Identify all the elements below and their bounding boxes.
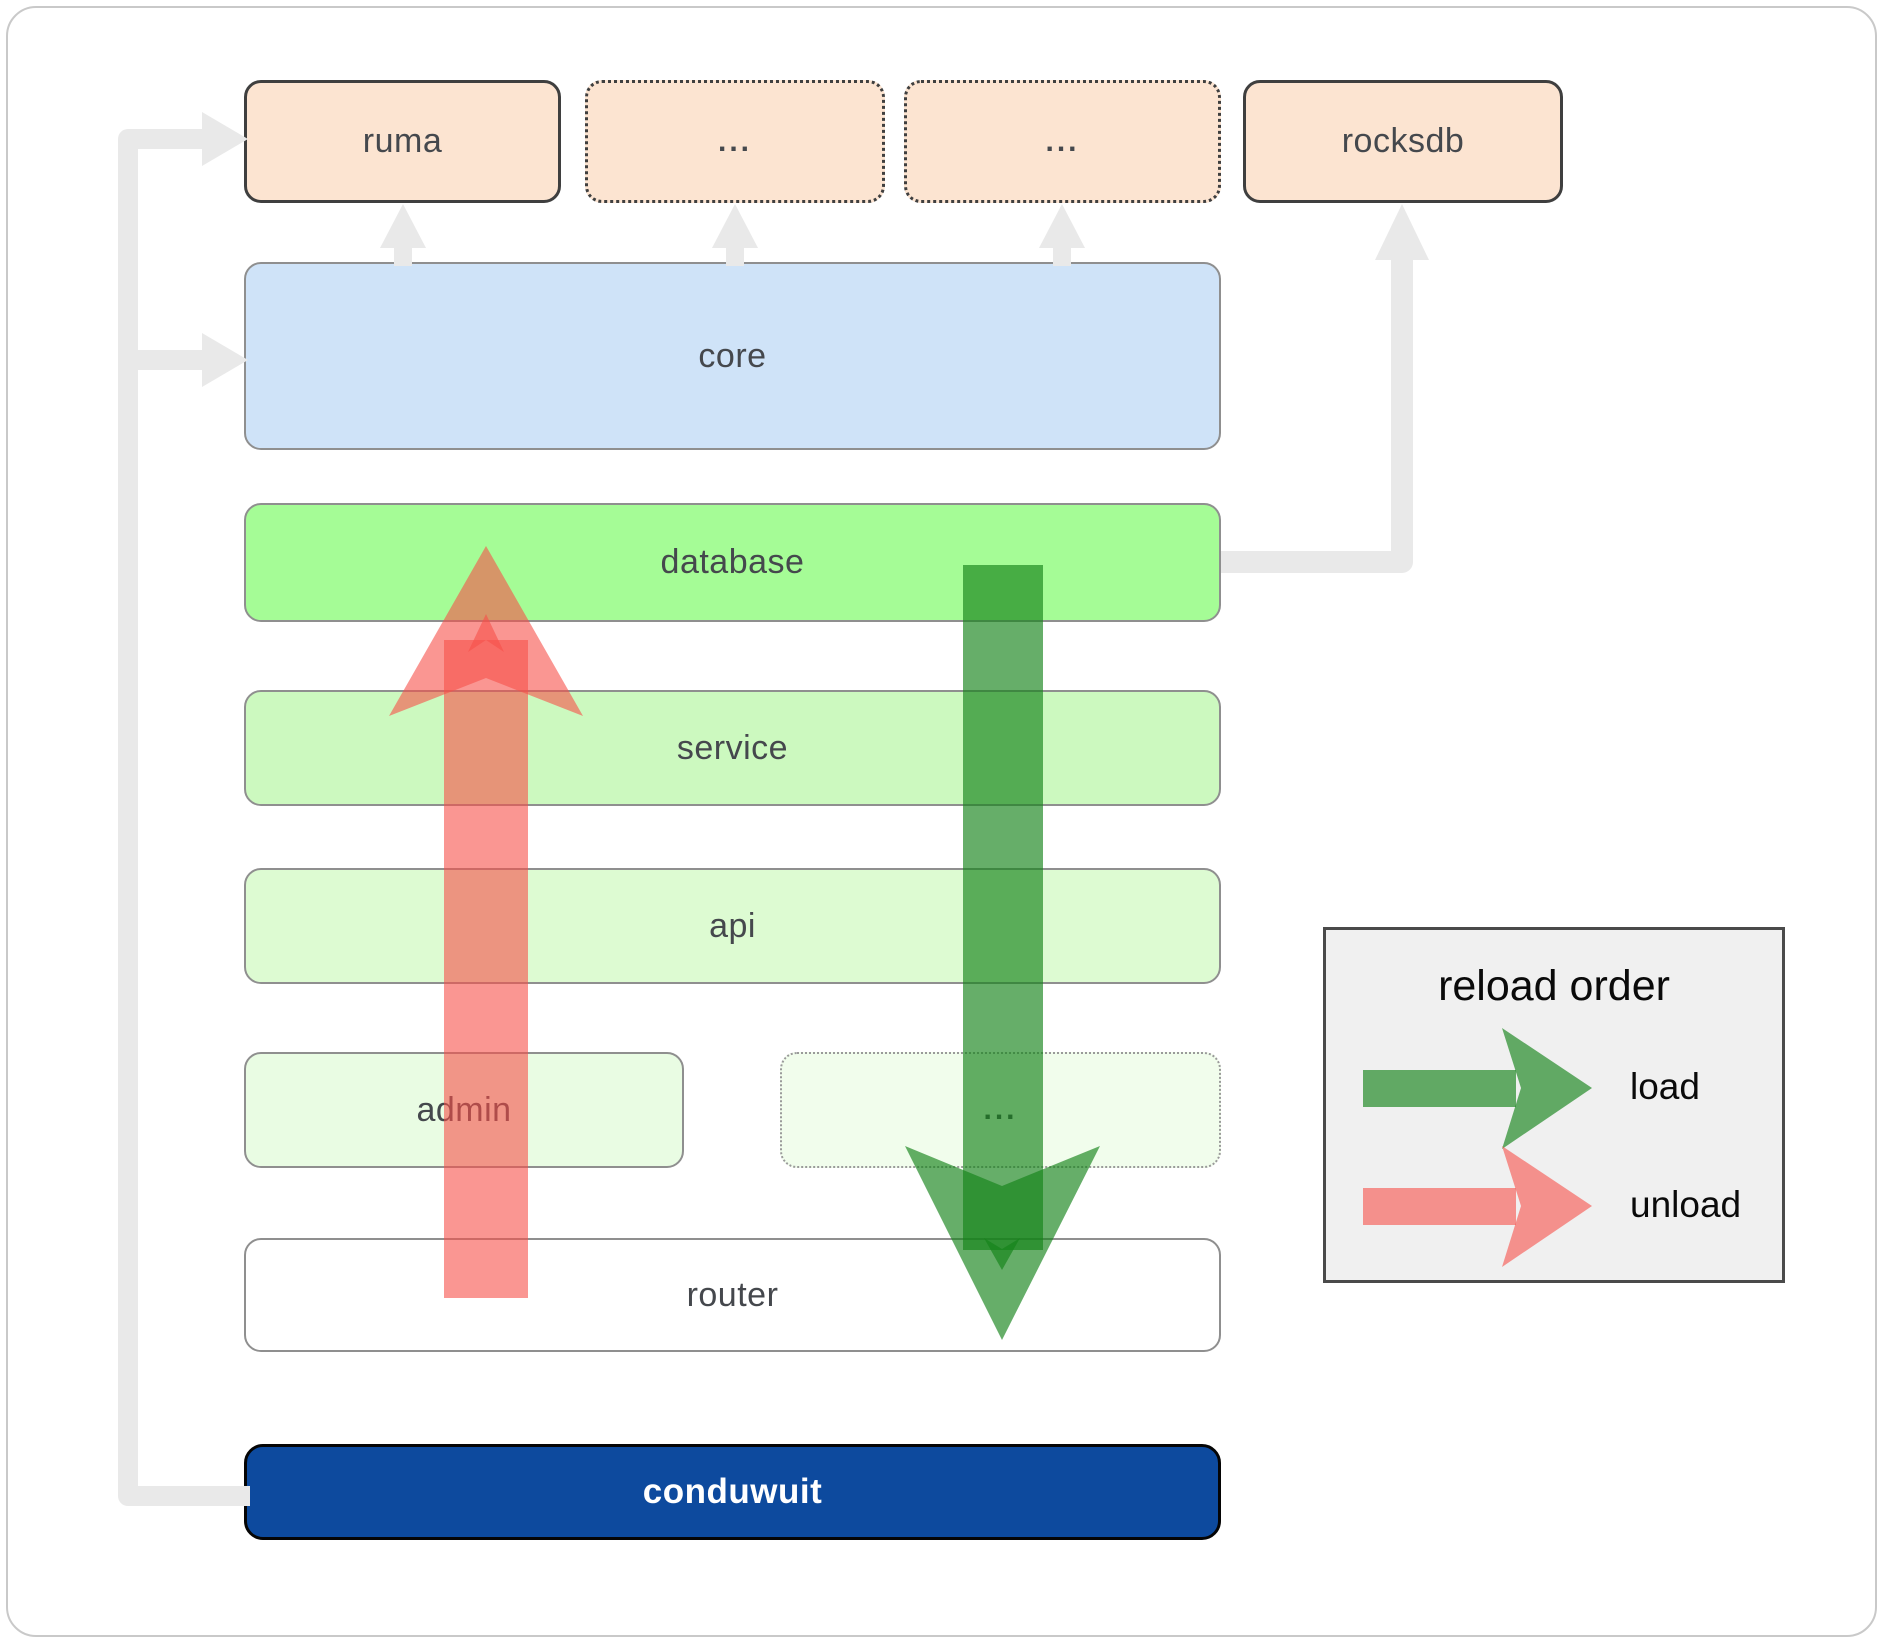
box-router-label: router <box>686 1275 779 1314</box>
legend-unload-label: unload <box>1630 1184 1742 1225</box>
box-database: database <box>244 503 1221 622</box>
box-conduwuit-label: conduwuit <box>642 1472 823 1511</box>
box-ellipsis-top-2-label: ... <box>1045 124 1080 158</box>
box-ruma: ruma <box>244 80 561 203</box>
legend-title: reload order <box>1438 962 1670 1010</box>
box-conduwuit: conduwuit <box>244 1444 1221 1540</box>
box-ellipsis-mid: ... <box>780 1052 1221 1168</box>
legend-load-label: load <box>1630 1066 1700 1107</box>
box-rocksdb-label: rocksdb <box>1341 122 1465 160</box>
box-core: core <box>244 262 1221 450</box>
box-router: router <box>244 1238 1221 1352</box>
box-ellipsis-top-1: ... <box>585 80 885 203</box>
box-admin-label: admin <box>416 1090 512 1129</box>
box-admin: admin <box>244 1052 684 1168</box>
box-api: api <box>244 868 1221 984</box>
box-service: service <box>244 690 1221 806</box>
box-core-label: core <box>698 336 767 375</box>
box-ellipsis-top-1-label: ... <box>717 124 752 158</box>
box-ellipsis-mid-label: ... <box>983 1093 1018 1126</box>
box-api-label: api <box>709 906 756 945</box>
box-rocksdb: rocksdb <box>1243 80 1563 203</box>
box-database-label: database <box>660 543 805 581</box>
diagram-frame <box>6 6 1877 1637</box>
box-ellipsis-top-2: ... <box>904 80 1221 203</box>
box-service-label: service <box>676 728 789 767</box>
box-ruma-label: ruma <box>362 122 443 160</box>
